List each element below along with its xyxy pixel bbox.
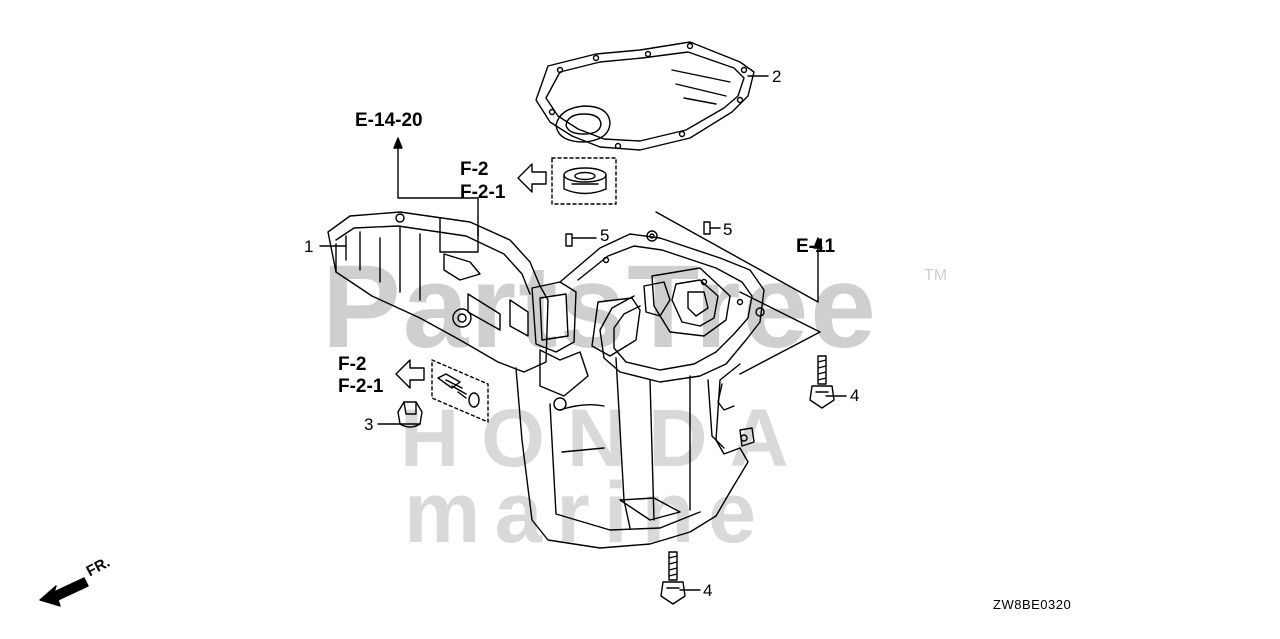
ref-label-f2-top[interactable]: F-2 (460, 159, 489, 180)
watermark-brand: PartsTree (322, 241, 878, 373)
drain-nut-part (397, 401, 423, 428)
front-direction-arrow (39, 577, 89, 607)
ref-label-f21-top[interactable]: F-2-1 (460, 182, 506, 203)
callout-5-right[interactable]: 5 (723, 220, 733, 239)
ref-label-e1420[interactable]: E-14-20 (355, 110, 423, 131)
callout-2[interactable]: 2 (772, 67, 782, 86)
seal-part-group (551, 157, 617, 205)
callout-3[interactable]: 3 (364, 415, 374, 434)
ref-label-f21-left[interactable]: F-2-1 (338, 376, 384, 397)
bolt-part-right (809, 355, 835, 409)
bolt-part-bottom (660, 551, 686, 605)
plug-part-group (431, 359, 489, 423)
leader-lines (319, 75, 847, 591)
watermark-line1: HONDA (400, 393, 811, 484)
ref-label-e11[interactable]: E-11 (796, 236, 836, 257)
ref-arrow-f2-top (517, 163, 547, 193)
ref-label-f2-left[interactable]: F-2 (338, 354, 367, 375)
ref-leader-e11 (655, 211, 823, 375)
callout-4-bottom[interactable]: 4 (703, 581, 713, 600)
oil-pan-part (327, 211, 765, 549)
dowel-pin-right (703, 221, 711, 235)
callout-1[interactable]: 1 (304, 237, 314, 256)
callout-4-right[interactable]: 4 (850, 386, 860, 405)
dowel-pin-left (565, 233, 573, 247)
ref-leader-e1420 (393, 137, 479, 237)
ref-arrow-f2-left (395, 359, 425, 389)
gasket-part (535, 41, 755, 151)
watermark-tm: TM (924, 267, 948, 284)
callout-5-left[interactable]: 5 (600, 226, 610, 245)
diagram-code: ZW8BE0320 (993, 597, 1072, 612)
